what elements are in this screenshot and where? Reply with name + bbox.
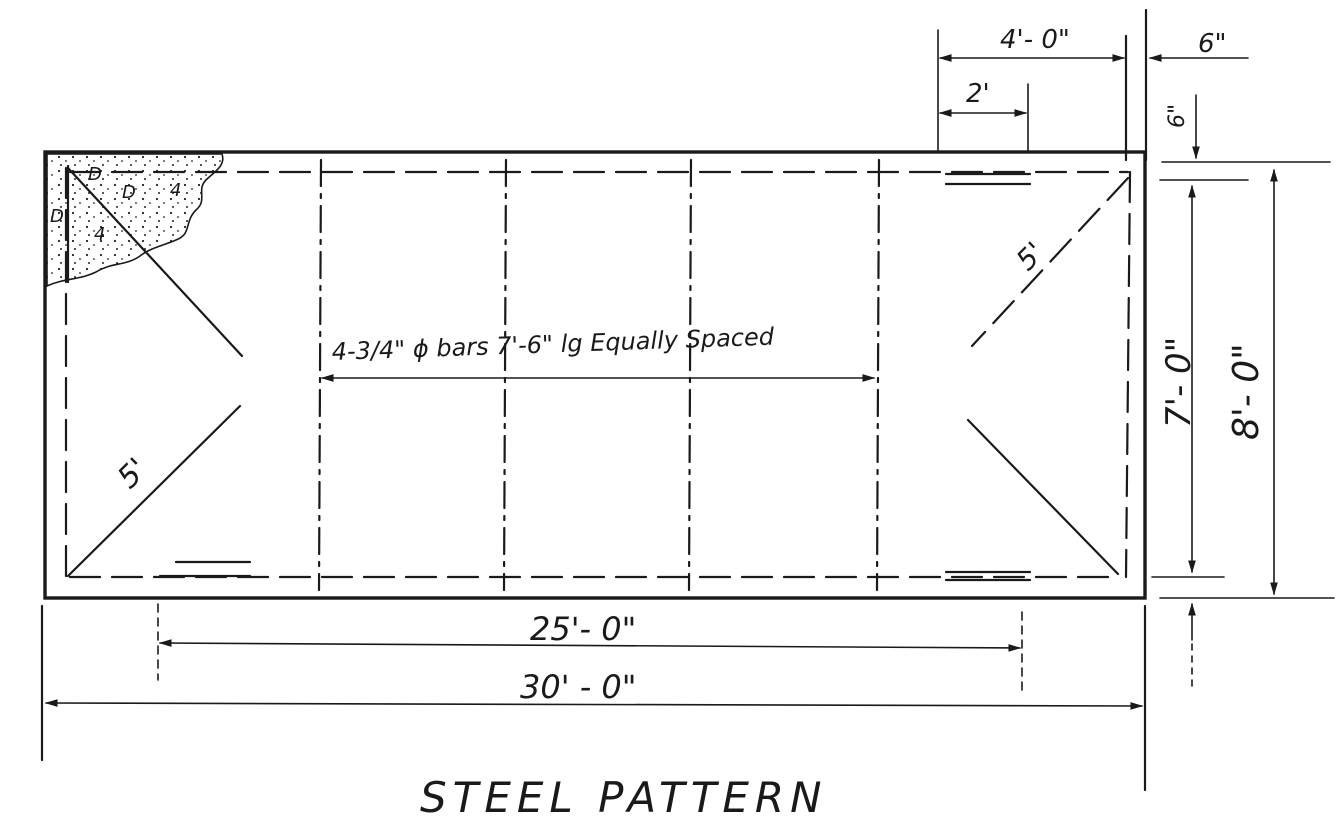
top-dimensions: 4'- 0" 2' 6" xyxy=(937,8,1249,162)
top-segment-dimension: 4'- 0" xyxy=(1000,25,1070,55)
drawing-title: STEEL PATTERN xyxy=(420,773,828,822)
concrete-section-cutaway: D D 4 4 D xyxy=(46,153,224,288)
bar-note: 4-3/4" ϕ bars 7'-6" lg Equally Spaced xyxy=(331,323,775,366)
inner-reinforcement-outline xyxy=(64,166,1132,582)
section-mark-d3: D xyxy=(50,206,64,227)
bottom-dimensions: 25'- 0" 30' - 0" xyxy=(40,603,1147,792)
section-mark-4b: 4 xyxy=(94,224,105,245)
right-dimensions: 6" 7'- 0" 8'- 0" xyxy=(1151,94,1335,689)
slab-outline xyxy=(43,150,1147,600)
vertical-offset-dimension: 6" xyxy=(1165,104,1190,128)
bar-span-dimension: 25'- 0" xyxy=(530,610,636,648)
edge-offset-dimension: 6" xyxy=(1198,29,1227,59)
section-mark-d2: D xyxy=(122,182,136,203)
overall-length-dimension: 30' - 0" xyxy=(520,668,636,706)
vertical-bars xyxy=(317,158,881,592)
overall-width-dimension: 8'- 0" xyxy=(1226,343,1267,440)
small-segment-dimension: 2' xyxy=(966,79,990,109)
diagonal-label-bottom-left: 5' xyxy=(111,452,155,496)
section-mark-4a: 4 xyxy=(170,180,181,201)
section-mark-d1: D xyxy=(88,164,102,185)
diagonal-label-top-right: 5' xyxy=(1010,236,1051,277)
diagonal-corner-bars xyxy=(66,166,1130,578)
inner-width-dimension: 7'- 0" xyxy=(1159,337,1199,428)
